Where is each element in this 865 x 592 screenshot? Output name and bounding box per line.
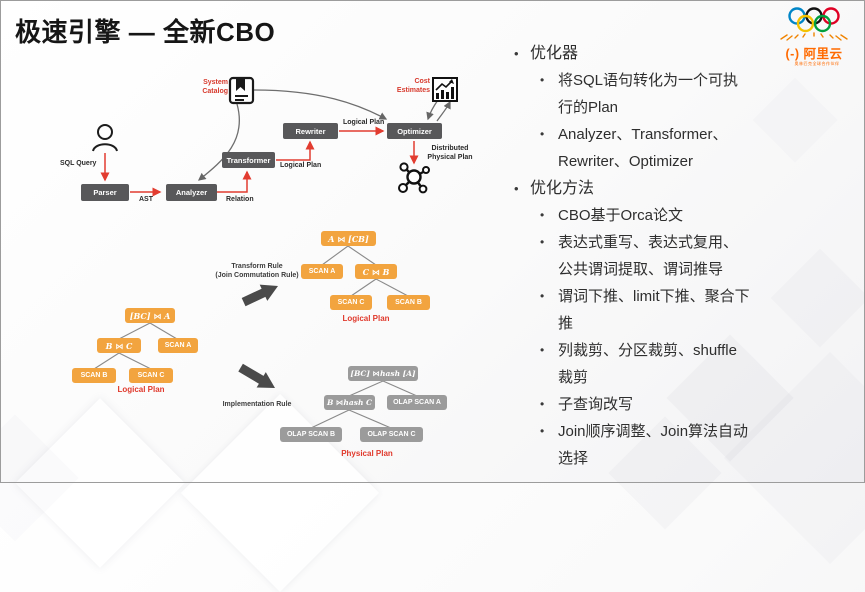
olympic-partner-tagline: 奥林匹克全球合作伙伴: [794, 61, 840, 67]
list-item: 子查询改写: [508, 391, 751, 418]
scan-c-node: SCAN C: [330, 295, 372, 310]
alibaba-cloud-wordmark: (-) 阿里云: [785, 47, 843, 61]
scan-b-node: SCAN B: [72, 368, 116, 383]
transform-rule-arrow: [241, 284, 278, 307]
olympic-rings-icon: [780, 7, 848, 41]
list-item: 优化方法: [508, 175, 751, 202]
bullet-list: 优化器 将SQL语句转化为一个可执行的Plan Analyzer、Transfo…: [508, 40, 751, 472]
diagram-connector-layer: [92, 76, 458, 429]
scan-b-node: SCAN B: [387, 295, 430, 310]
red-flow-arrows: [100, 126, 419, 197]
rewriter-box: Rewriter: [283, 123, 338, 139]
join-node-bc-a: [BC] ⋈ A: [125, 308, 175, 323]
olap-scan-a-node: OLAP SCAN A: [387, 395, 447, 410]
physical-plan-caption: Physical Plan: [341, 449, 393, 458]
scan-a-node: SCAN A: [301, 264, 343, 279]
distributed-plan-molecule-icon: [398, 162, 430, 194]
transform-rule-line1: Transform Rule: [231, 263, 283, 270]
transform-rule-line2: (Join Commutation Rule): [215, 272, 299, 279]
relation-label: Relation: [226, 196, 254, 203]
parser-box: Parser: [81, 184, 129, 201]
list-item: 谓词下推、limit下推、聚合下推: [508, 283, 751, 337]
join-node-c-b: C ⋈ B: [355, 264, 397, 279]
sql-query-label: SQL Query: [60, 160, 97, 167]
scan-a-node: SCAN A: [158, 338, 198, 353]
cost-estimates-label: Cost Estimates: [396, 78, 430, 94]
olap-scan-b-node: OLAP SCAN B: [280, 427, 342, 442]
rays-icon: [780, 32, 848, 41]
list-item: Join顺序调整、Join算法自动选择: [508, 418, 751, 472]
alibaba-cloud-olympic-logo: (-) 阿里云 奥林匹克全球合作伙伴: [775, 5, 853, 72]
logical-plan-label: Logical Plan: [343, 119, 385, 126]
list-item: 将SQL语句转化为一个可执行的Plan: [508, 67, 751, 121]
user-icon: [92, 124, 118, 152]
system-catalog-book-icon: [228, 76, 255, 105]
cost-estimates-chart-icon: [432, 77, 458, 102]
list-item: CBO基于Orca论文: [508, 202, 751, 229]
logical-plan-caption: Logical Plan: [342, 314, 390, 323]
implementation-rule-arrow: [238, 363, 275, 388]
implementation-rule-label: Implementation Rule: [222, 401, 292, 408]
join-node-a-cb: A ⋈ [CB]: [321, 231, 376, 246]
olap-scan-c-node: OLAP SCAN C: [360, 427, 423, 442]
ast-label: AST: [139, 196, 153, 203]
system-catalog-label: System Catalog: [202, 79, 228, 95]
logical-plan-caption: Logical Plan: [117, 385, 165, 394]
scan-c-node: SCAN C: [129, 368, 173, 383]
distributed-physical-plan-label: Distributed Physical Plan: [427, 145, 473, 161]
join-node-b-c: B ⋈ C: [97, 338, 141, 353]
hash-join-node-bc-a: [BC] ⋈hash [A]: [348, 366, 418, 381]
list-item: 表达式重写、表达式复用、公共谓词提取、谓词推导: [508, 229, 751, 283]
transformer-box: Transformer: [222, 152, 275, 168]
optimizer-box: Optimizer: [387, 123, 442, 139]
transform-rule-label: Transform Rule (Join Commutation Rule): [203, 262, 311, 280]
list-item: 优化器: [508, 40, 751, 67]
page-title: 极速引擎 — 全新CBO: [15, 17, 276, 47]
hash-join-node-b-c: B ⋈hash C: [324, 395, 375, 410]
list-item: 列裁剪、分区裁剪、shuffle裁剪: [508, 337, 751, 391]
analyzer-box: Analyzer: [166, 184, 217, 201]
tree-connectors: [93, 245, 418, 429]
list-item: Analyzer、Transformer、Rewriter、Optimizer: [508, 121, 751, 175]
logical-plan-label: Logical Plan: [280, 162, 322, 169]
